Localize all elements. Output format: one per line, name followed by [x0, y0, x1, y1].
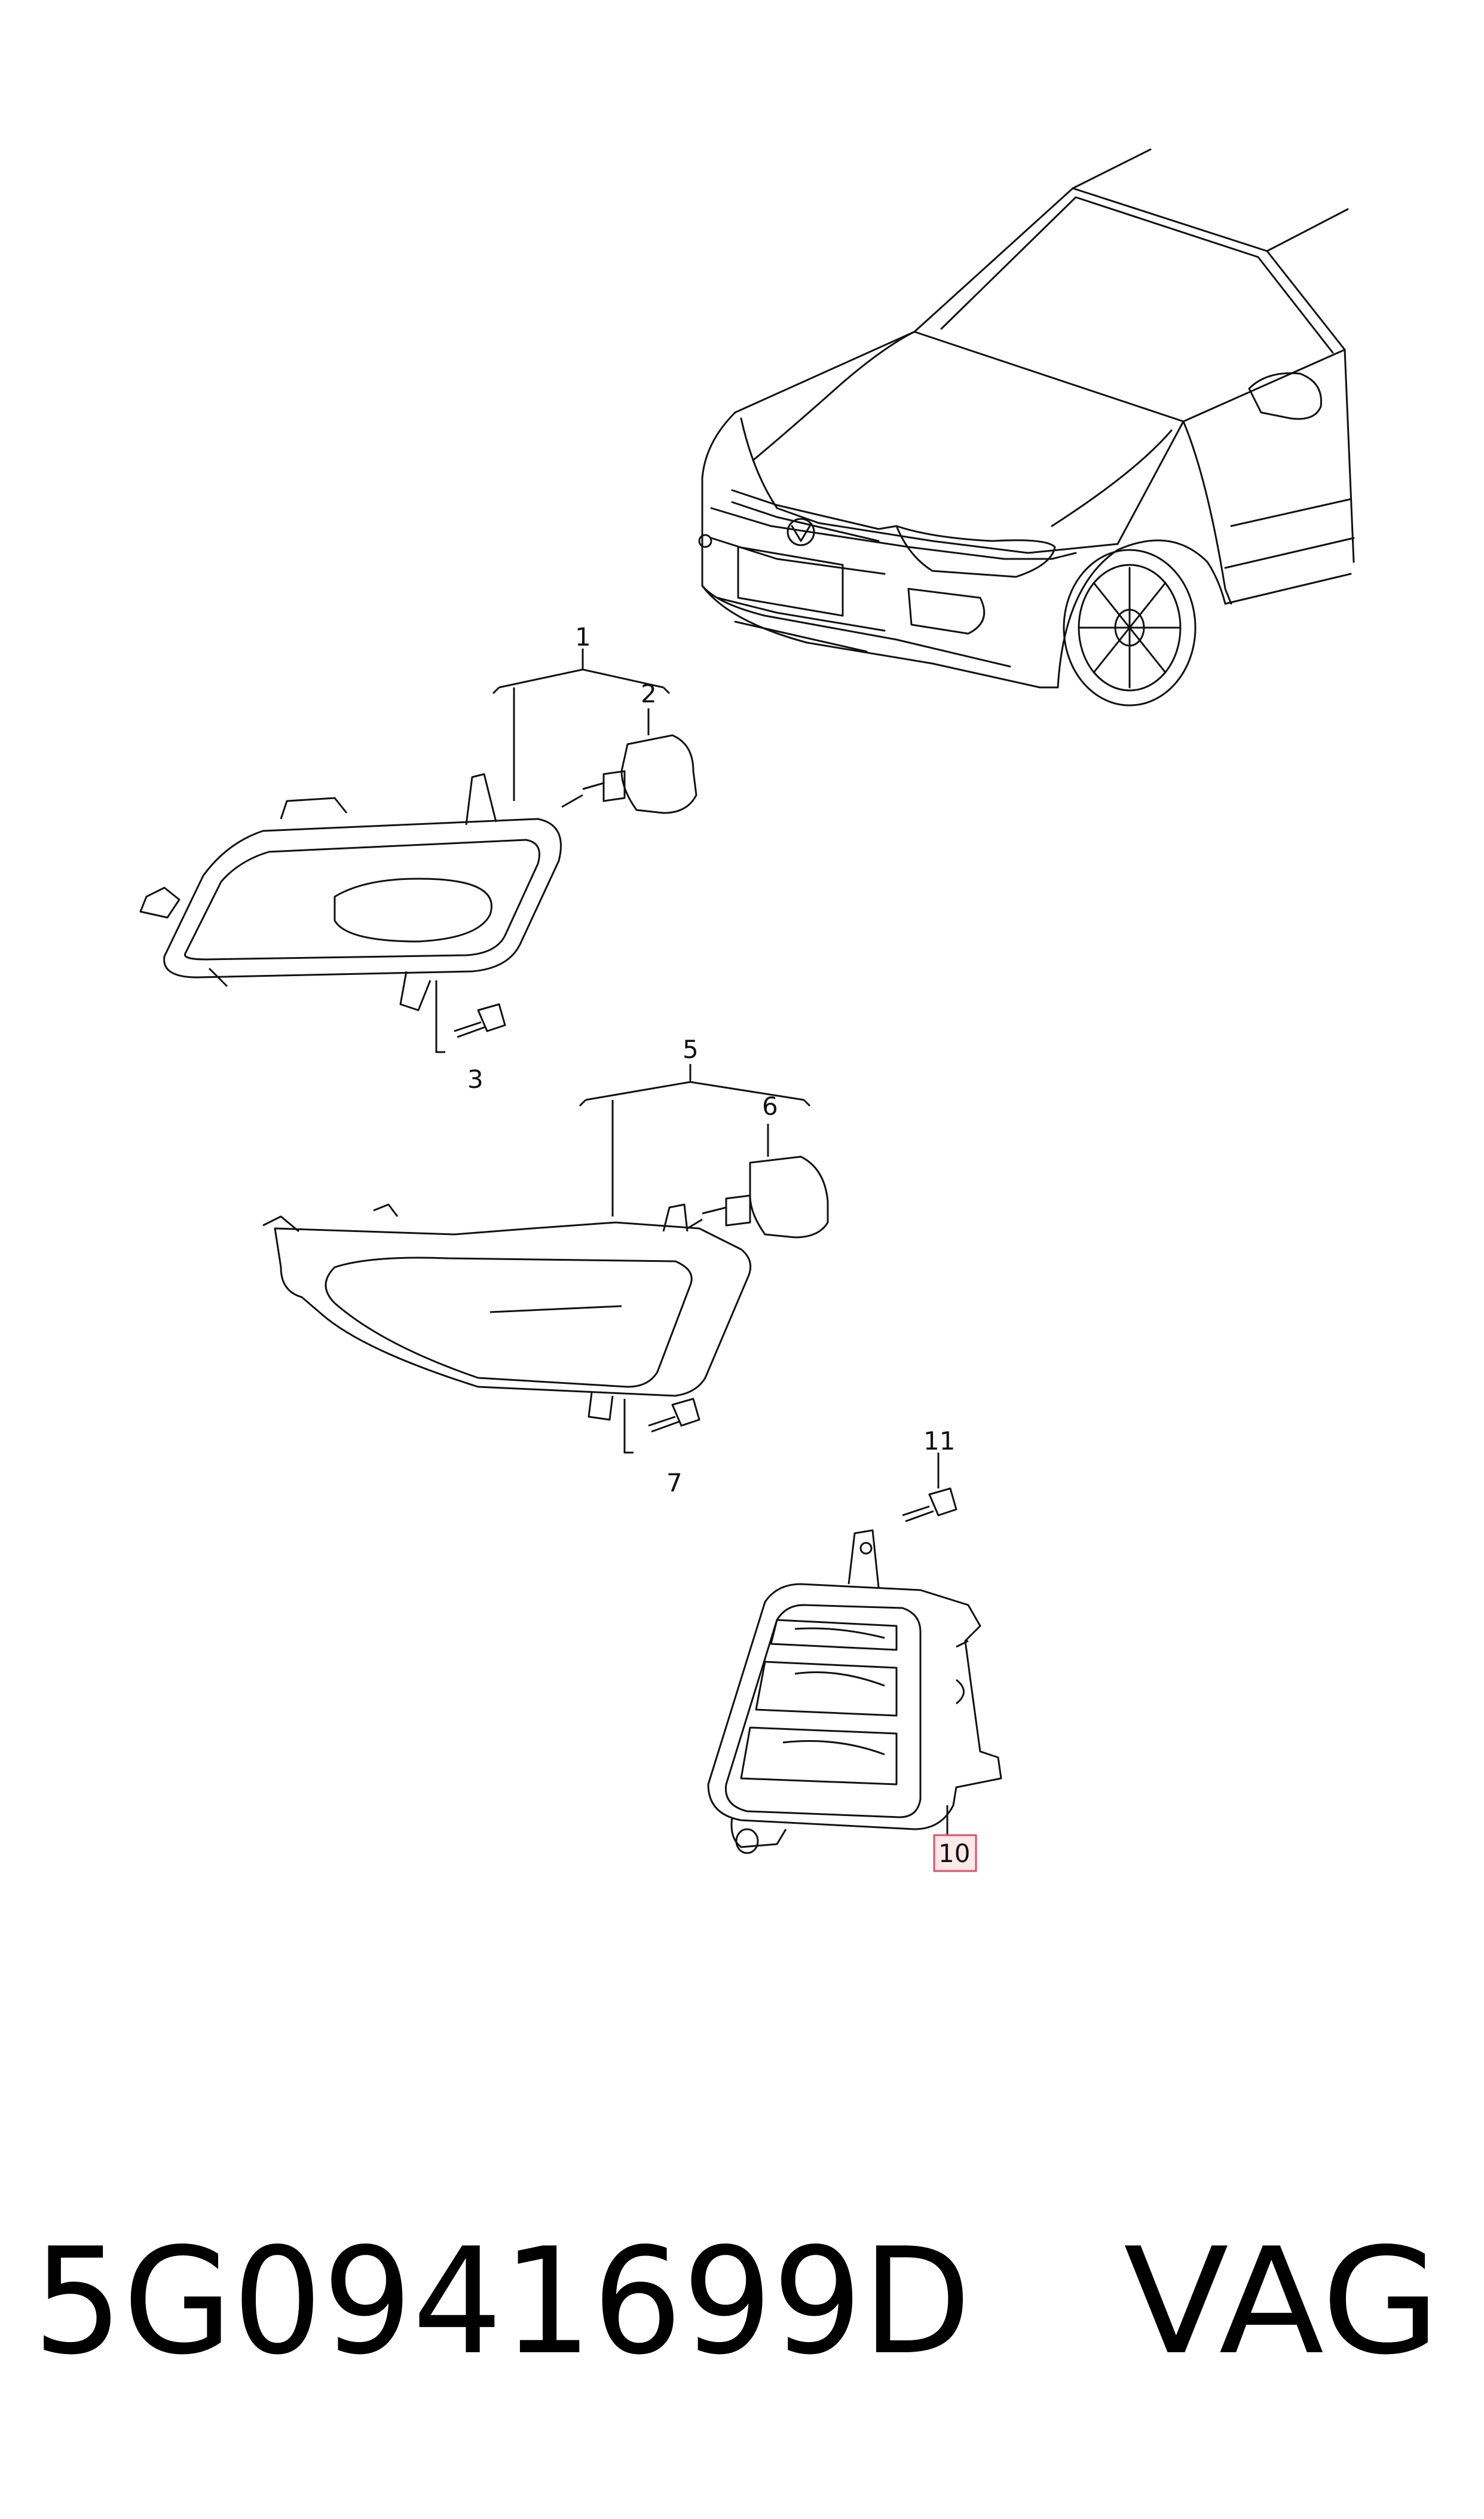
car-illustration [698, 148, 1355, 707]
leader-lines-1 [435, 649, 671, 1053]
brand-name: VAG [1124, 2217, 1440, 2387]
label-5[interactable]: 5 [683, 1035, 699, 1064]
label-1[interactable]: 1 [575, 622, 591, 652]
bulb-2-icon [561, 734, 697, 814]
leader-lines-10 [937, 1453, 948, 1835]
part-number: 5G0941699D [33, 2217, 971, 2387]
label-7[interactable]: 7 [666, 1468, 683, 1497]
bulb-6-icon [687, 1155, 829, 1239]
label-11[interactable]: 11 [923, 1426, 955, 1456]
label-2[interactable]: 2 [641, 679, 657, 708]
leader-lines-5 [579, 1064, 811, 1454]
label-10-highlight[interactable]: 10 [933, 1834, 977, 1872]
screw-7-icon [648, 1398, 700, 1433]
screw-3-icon [454, 1003, 506, 1038]
fog-light-assembly-5 [262, 1203, 752, 1421]
led-module-10 [707, 1529, 1002, 1854]
label-6[interactable]: 6 [762, 1092, 778, 1121]
label-10[interactable]: 10 [938, 1839, 970, 1868]
fog-light-assembly-1 [139, 773, 562, 1011]
screw-11-icon [902, 1487, 957, 1523]
label-3[interactable]: 3 [467, 1065, 484, 1094]
